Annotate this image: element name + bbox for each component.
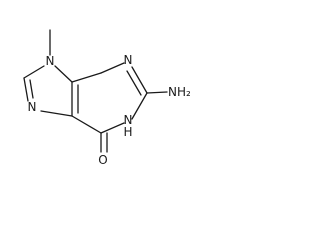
atom-o6: O: [98, 153, 107, 167]
atom-n1: N: [124, 113, 133, 127]
bond-c6-c5: [71, 115, 102, 134]
bond-c2-n1: [131, 92, 148, 120]
bond-c4-n3: [100, 62, 125, 74]
atom-nh2: NH₂: [168, 85, 190, 99]
bond-c8-n7-double: [29, 79, 34, 99]
bond-c4-n9-junction: [71, 72, 102, 83]
bond-c4-n9: [54, 65, 73, 83]
atom-n3: N: [124, 53, 133, 67]
bond-n7-c5: [40, 110, 73, 117]
bond-n3-c2: [131, 66, 148, 94]
atom-n7: N: [28, 100, 37, 114]
bond-n1-c6: [100, 122, 125, 134]
bond-c8-n7: [23, 77, 29, 102]
bond-c2-nh2: [146, 91, 168, 94]
bond-n9-c8: [23, 65, 45, 79]
bond-n3-c2-double: [126, 70, 142, 96]
atom-n9: N: [46, 54, 55, 68]
atom-n1-hydrogen: H: [123, 125, 132, 139]
chemical-structure: N N NH₂ N H N O: [23, 29, 190, 167]
